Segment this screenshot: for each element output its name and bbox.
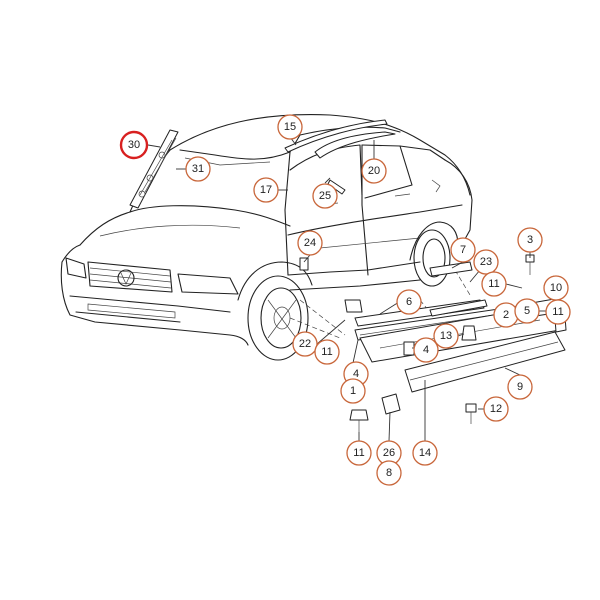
callout-label: 12 (490, 403, 502, 415)
callout-label: 31 (192, 163, 204, 175)
callout-c8: 8 (376, 460, 402, 486)
callout-c6: 6 (396, 289, 422, 315)
callout-c24: 24 (297, 230, 323, 256)
callout-label: 2 (503, 309, 509, 321)
callout-label: 13 (440, 330, 452, 342)
callout-c5: 5 (514, 298, 540, 324)
callout-label: 5 (524, 305, 530, 317)
part-25-shape (327, 179, 346, 195)
callout-c7: 7 (450, 237, 476, 263)
callout-c9: 9 (507, 374, 533, 400)
callout-label: 10 (550, 282, 562, 294)
callout-label: 11 (353, 447, 364, 459)
callout-c11a: 11 (481, 271, 507, 297)
callout-label: 14 (419, 447, 431, 459)
callout-c2: 2 (493, 302, 519, 328)
callout-c30: 30 (119, 130, 149, 160)
callout-label: 9 (517, 381, 523, 393)
callout-c10: 10 (543, 275, 569, 301)
callout-c31: 31 (185, 156, 211, 182)
callout-label: 23 (480, 256, 492, 268)
callout-label: 24 (304, 237, 316, 249)
callout-c1: 1 (340, 378, 366, 404)
roof-trim-strips (284, 119, 396, 159)
callout-label: 11 (552, 306, 563, 318)
callout-c17: 17 (253, 177, 279, 203)
callout-label: 11 (321, 346, 332, 358)
callout-c11c: 11 (314, 339, 340, 365)
callout-c15: 15 (277, 114, 303, 140)
callout-label: 26 (383, 447, 395, 459)
callout-label: 7 (460, 244, 466, 256)
callout-label: 3 (527, 234, 533, 246)
callout-c3: 3 (517, 227, 543, 253)
callout-label: 11 (488, 278, 499, 290)
callout-label: 15 (284, 121, 296, 133)
callout-c11d: 11 (346, 440, 372, 466)
callout-label: 22 (299, 338, 311, 350)
callout-label: 6 (406, 296, 412, 308)
callout-c20: 20 (361, 158, 387, 184)
callout-label: 30 (128, 139, 140, 151)
callout-c4a: 4 (413, 337, 439, 363)
callout-label: 4 (423, 344, 429, 356)
callout-c14: 14 (412, 440, 438, 466)
callout-label: 17 (260, 184, 272, 196)
callout-c22: 22 (292, 331, 318, 357)
callout-c25: 25 (312, 183, 338, 209)
callout-label: 25 (319, 190, 331, 202)
callout-c23: 23 (473, 249, 499, 275)
callout-label: 20 (368, 165, 380, 177)
callout-c11b: 11 (545, 299, 571, 325)
callout-c13: 13 (433, 323, 459, 349)
callout-label: 8 (386, 467, 392, 479)
callout-label: 4 (353, 368, 359, 380)
windshield-trim-part (129, 129, 179, 209)
callout-c12: 12 (483, 396, 509, 422)
part-24-shape (299, 257, 309, 271)
callout-label: 1 (350, 385, 356, 397)
